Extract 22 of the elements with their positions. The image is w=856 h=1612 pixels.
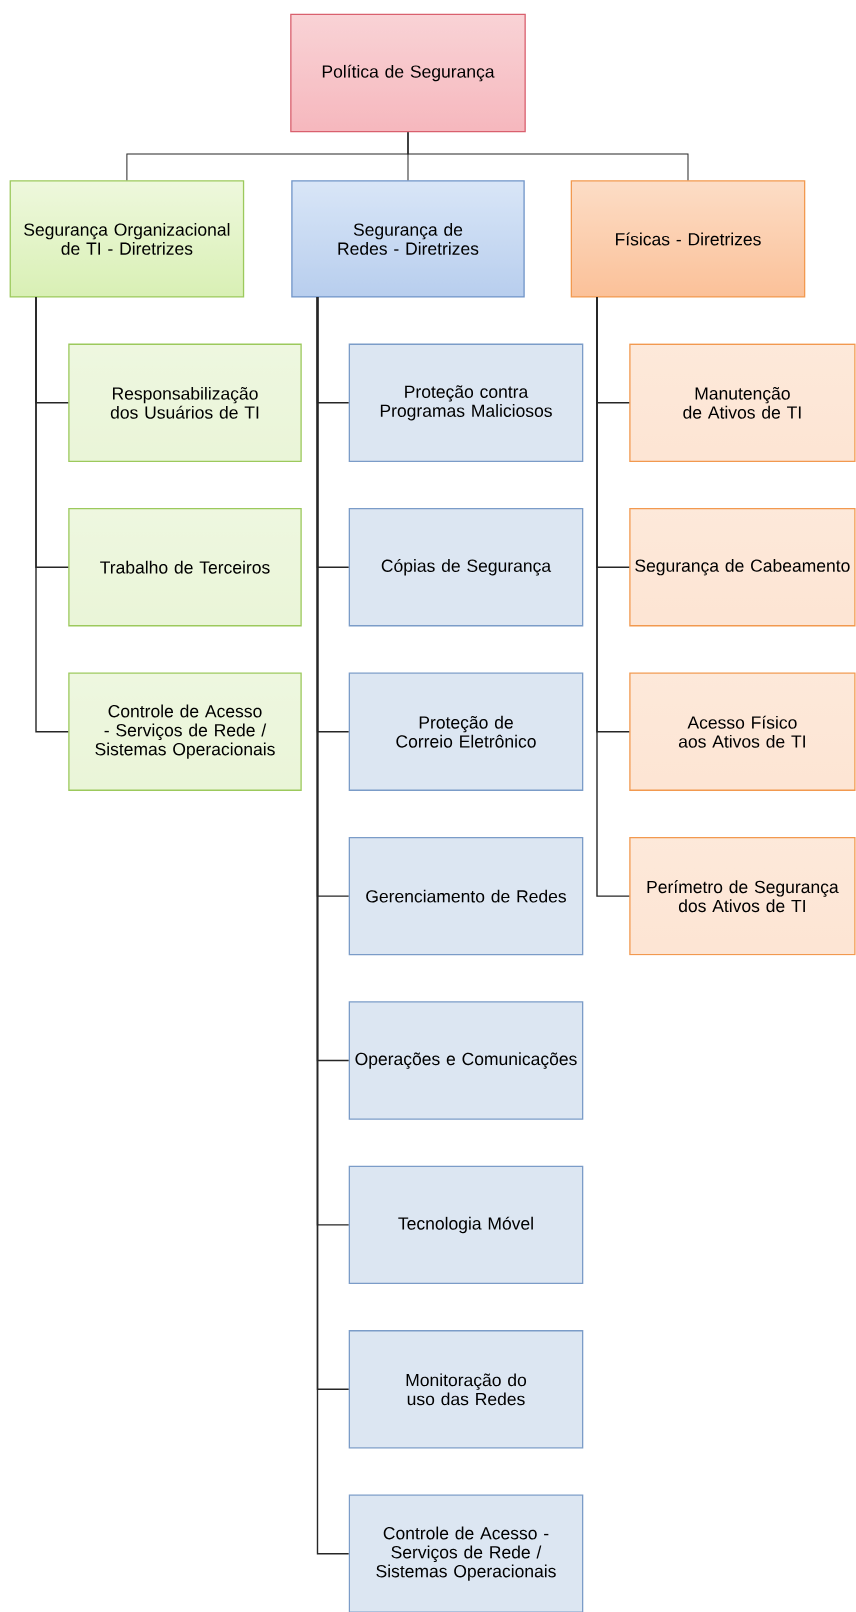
topic-box: Tecnologia Móvel [348,1165,584,1285]
topic-box: Gerenciamento de Redes [348,836,584,956]
root-box: Política de Segurança [290,13,526,133]
connector-line [407,131,689,181]
connector-line [35,296,69,733]
topic-box: Proteção de Correio Eletrônico [348,672,584,791]
category-box: Segurança Organizacional de TI - Diretrizes [9,180,245,298]
topic-box: Segurança de Cabeamento [629,508,856,627]
topic-box: Responsabilização dos Usuários de TI [68,343,302,462]
topic-box: Cópias de Segurança [348,508,584,627]
topic-box: Trabalho de Terceiros [68,508,302,627]
topic-box: Operações e Comunicações [348,1001,584,1120]
topic-box: Manutenção de Ativos de TI [629,343,856,462]
connector-line [596,296,630,897]
topic-box: Controle de Acesso - Serviços de Rede / Sistemas Operacionais [68,672,302,791]
topic-box: Controle de Acesso - Serviços de Rede / Sistemas Operacionais [348,1494,584,1612]
category-box: Físicas - Diretrizes [570,180,806,298]
topic-box: Monitoração do uso das Redes [348,1330,584,1449]
topic-box: Perímetro de Segurança dos Ativos de TI [629,836,856,956]
topic-box: Acesso Físico aos Ativos de TI [629,672,856,791]
topic-box: Proteção contra Programas Maliciosos [348,343,584,462]
category-box: Segurança de Redes - Diretrizes [291,180,525,298]
